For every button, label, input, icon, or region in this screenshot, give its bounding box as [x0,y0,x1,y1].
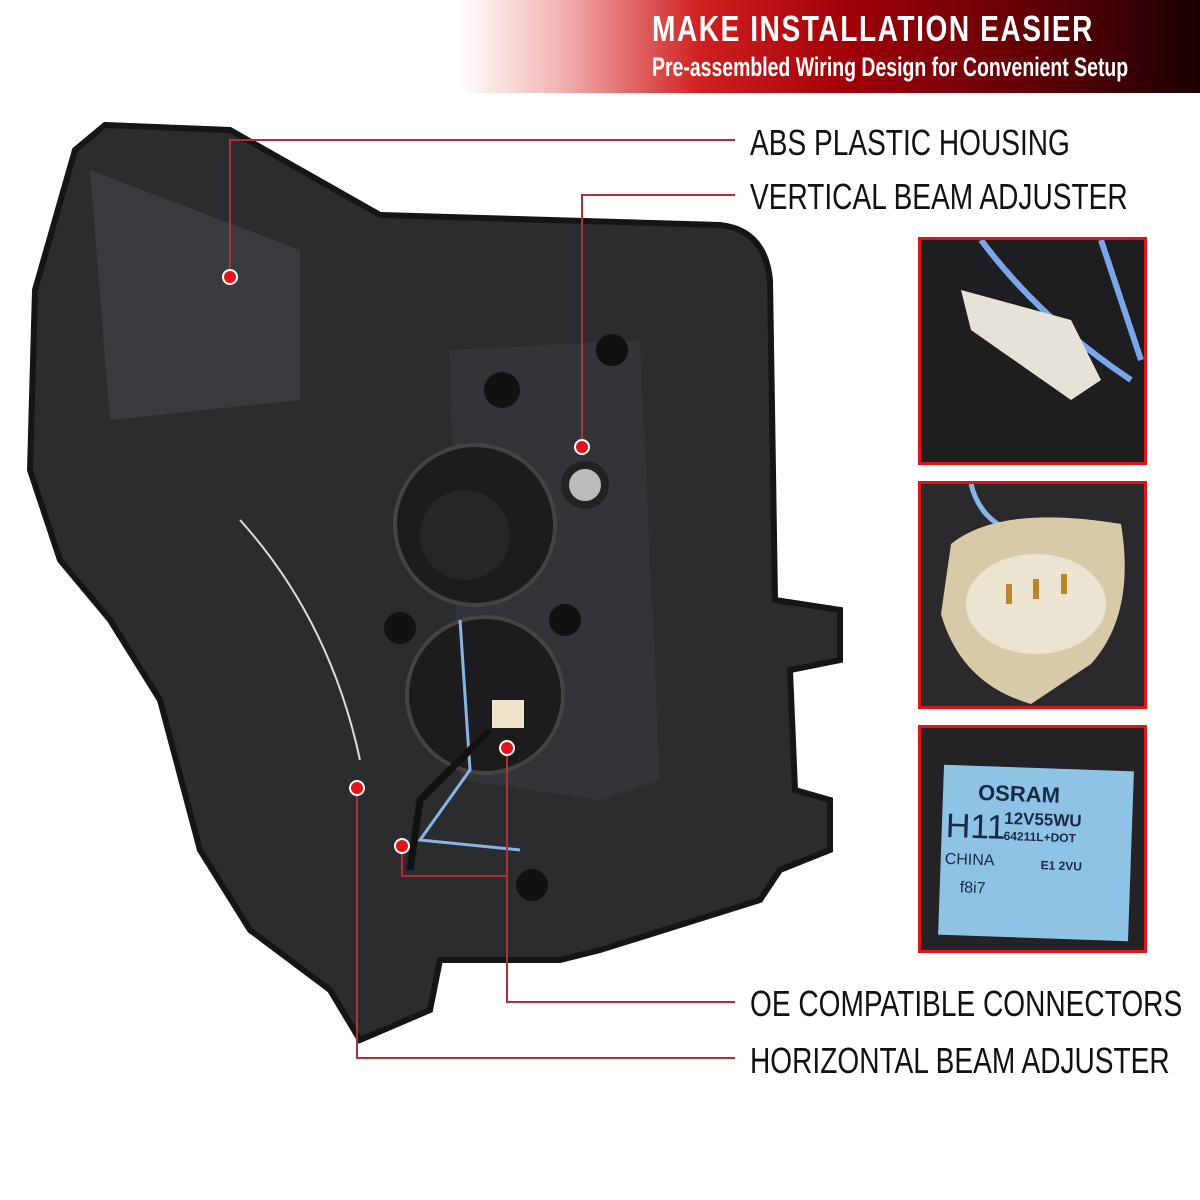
vertical-adjuster-screw [561,461,609,509]
low-beam-cap [405,615,565,775]
callout-vertical-adjuster: VERTICAL BEAM ADJUSTER [750,176,1128,217]
inset-connector-photo [918,237,1147,465]
header-banner: MAKE INSTALLATION EASIER Pre-assembled W… [0,0,1200,93]
bulb-label: OSRAM H11 12V55WU 64211L+DOT CHINA E1 2V… [938,764,1134,942]
bulb-rating: 12V55WU [1003,808,1082,831]
bulb-origin: CHINA [944,850,995,870]
bulb-type: H11 [945,806,1007,847]
bulb-code: f8i7 [959,879,986,898]
callout-dot [499,740,515,756]
inset-bulb-label-photo: OSRAM H11 12V55WU 64211L+DOT CHINA E1 2V… [918,725,1147,953]
callout-abs-housing: ABS PLASTIC HOUSING [750,122,1070,163]
callout-horizontal-adjuster: HORIZONTAL BEAM ADJUSTER [750,1040,1170,1081]
callout-dot [222,269,238,285]
banner-title: MAKE INSTALLATION EASIER [652,8,1095,49]
callout-dot [349,780,365,796]
bulb-brand: OSRAM [977,779,1061,808]
bulb-part: 64211L+DOT [1003,828,1077,846]
banner-subtitle: Pre-assembled Wiring Design for Convenie… [652,52,1129,82]
inset-plug-photo [918,481,1147,709]
callout-dot [574,439,590,455]
callout-oe-connectors: OE COMPATIBLE CONNECTORS [750,983,1183,1024]
connector [492,700,524,728]
callout-dot [394,838,410,854]
bulb-mark: E1 2VU [1040,858,1083,874]
